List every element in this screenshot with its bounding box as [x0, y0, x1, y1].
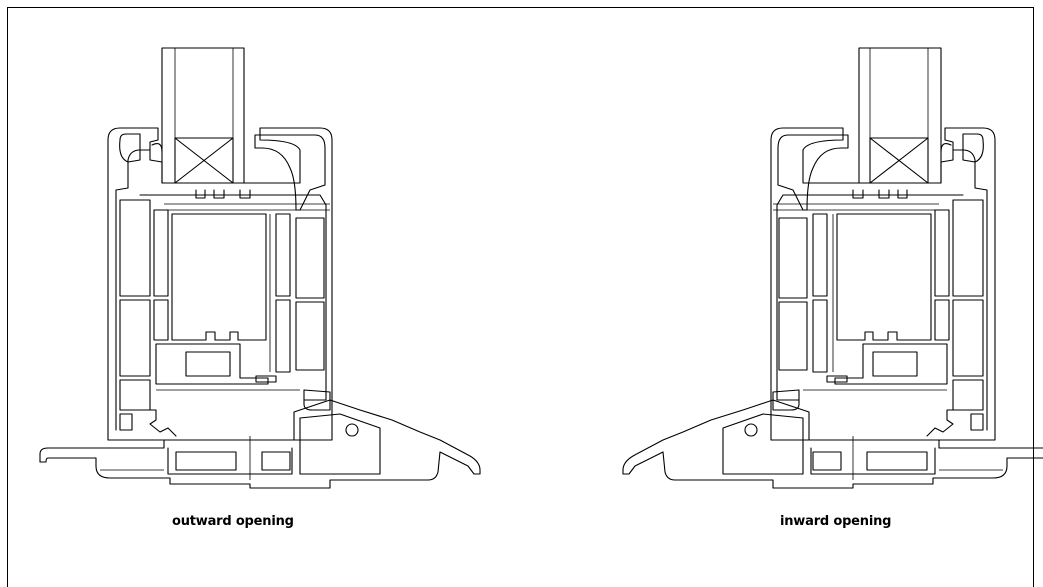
profile-inward-opening: [622, 47, 1043, 489]
caption-outward-opening: outward opening: [172, 514, 294, 529]
caption-inward-opening: inward opening: [780, 514, 892, 529]
drawing-frame: [7, 7, 1034, 587]
profile-outward-opening: [39, 47, 481, 489]
